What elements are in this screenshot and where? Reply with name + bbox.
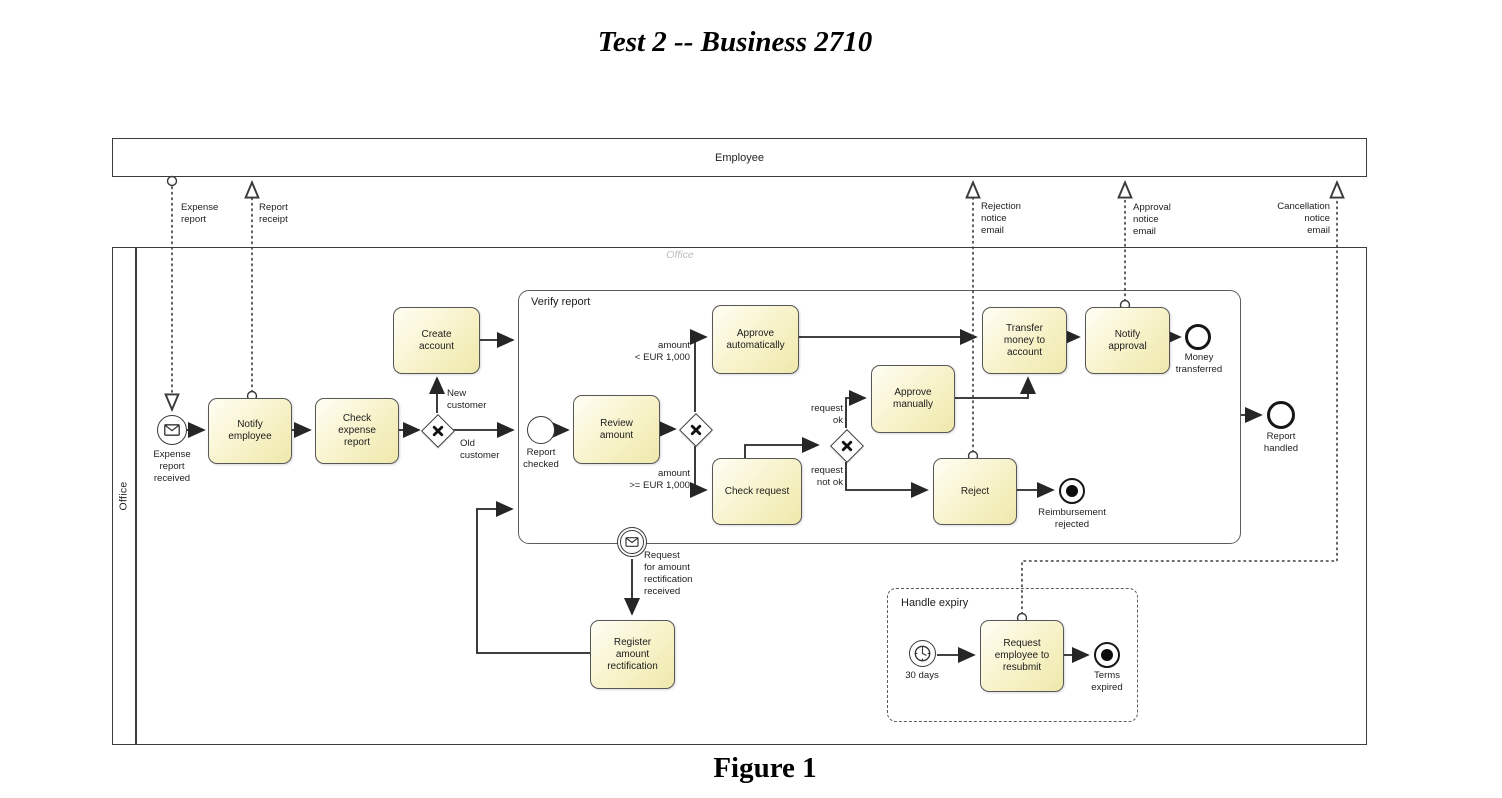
end-event-terms-expired xyxy=(1094,642,1120,668)
start-event-expense-report-received xyxy=(157,415,187,445)
x-gateway-icon xyxy=(690,424,702,436)
task-create-account: Create account xyxy=(393,307,480,374)
gateway-amount xyxy=(679,413,713,447)
terminate-icon xyxy=(1066,485,1078,497)
gateway-request-check xyxy=(830,429,864,463)
label-amount-gte-1000: amount >= EUR 1,000 xyxy=(629,468,690,491)
flow-gateway3-to-reject xyxy=(845,462,929,499)
start-event-report-checked xyxy=(527,416,555,444)
x-gateway-icon xyxy=(432,425,444,437)
label-amount-lt-1000: amount < EUR 1,000 xyxy=(634,340,690,363)
label-new-customer: New customer xyxy=(447,388,487,411)
page-title: Test 2 -- Business 2710 xyxy=(597,26,873,58)
flow-gateway2-to-check-request xyxy=(689,446,708,499)
pool-employee: Employee xyxy=(112,138,1367,177)
label-approval-notice-message: Approval notice email xyxy=(1133,202,1171,237)
message-source-dot xyxy=(166,175,178,187)
pool-office xyxy=(112,247,1367,745)
label-request-ok: request ok xyxy=(811,403,843,426)
boundary-event-rectification xyxy=(617,527,647,557)
task-review-amount: Review amount xyxy=(573,395,660,464)
task-reject: Reject xyxy=(933,458,1017,525)
label-terms-expired: Terms expired xyxy=(1091,670,1123,693)
task-request-resubmit: Request employee to resubmit xyxy=(980,620,1064,692)
subprocess-handle-expiry-label: Handle expiry xyxy=(901,597,969,609)
subprocess-handle-expiry xyxy=(887,588,1138,722)
label-30-days: 30 days xyxy=(905,670,939,681)
gateway-customer-type xyxy=(421,414,455,448)
label-rejection-notice-message: Rejection notice email xyxy=(981,201,1021,236)
label-reimbursement-rejected: Reimbursement rejected xyxy=(1038,507,1106,530)
task-notify-approval: Notify approval xyxy=(1085,307,1170,374)
flow-check-request-to-gateway3 xyxy=(744,436,820,458)
flow-gateway3-to-approve-manually xyxy=(845,389,867,428)
task-approve-manually: Approve manually xyxy=(871,365,955,433)
office-watermark: Office xyxy=(666,249,694,261)
flow-approve-manually-to-transfer xyxy=(953,376,1037,399)
flow-gateway2-to-approve-auto xyxy=(689,328,708,412)
end-event-money-transferred xyxy=(1185,324,1211,350)
label-report-checked: Report checked xyxy=(523,447,559,470)
label-expense-report-message: Expense report xyxy=(181,202,219,225)
pool-employee-label: Employee xyxy=(715,151,764,164)
message-icon xyxy=(625,537,639,547)
subprocess-verify-report xyxy=(518,290,1241,544)
timer-icon xyxy=(914,645,931,662)
message-flow-cancellation-notice xyxy=(1021,184,1337,615)
figure-caption: Figure 1 xyxy=(713,752,817,784)
label-expense-report-received: Expense report received xyxy=(153,449,191,484)
message-icon xyxy=(164,424,180,436)
task-check-expense-report: Check expense report xyxy=(315,398,399,464)
task-register-rectification: Register amount rectification xyxy=(590,620,675,689)
end-event-reimbursement-rejected xyxy=(1059,478,1085,504)
label-money-transferred: Money transferred xyxy=(1175,352,1223,375)
label-rectification-received: Request for amount rectification receive… xyxy=(644,550,693,597)
task-check-request: Check request xyxy=(712,458,802,525)
label-report-handled: Report handled xyxy=(1263,431,1299,454)
terminate-icon xyxy=(1101,649,1113,661)
subprocess-verify-report-label: Verify report xyxy=(531,296,591,308)
timer-event-30-days xyxy=(909,640,936,667)
task-notify-employee: Notify employee xyxy=(208,398,292,464)
x-gateway-icon xyxy=(841,440,853,452)
task-approve-automatically: Approve automatically xyxy=(712,305,799,374)
label-report-receipt-message: Report receipt xyxy=(259,202,288,225)
flow-register-loop-to-verify xyxy=(476,500,590,654)
task-transfer-money: Transfer money to account xyxy=(982,307,1067,374)
label-request-not-ok: request not ok xyxy=(811,465,843,488)
pool-office-lane-header: Office xyxy=(112,247,137,745)
end-event-report-handled xyxy=(1267,401,1295,429)
label-cancellation-notice-message: Cancellation notice email xyxy=(1277,201,1330,236)
label-old-customer: Old customer xyxy=(460,438,500,461)
boundary-ring xyxy=(620,530,644,554)
